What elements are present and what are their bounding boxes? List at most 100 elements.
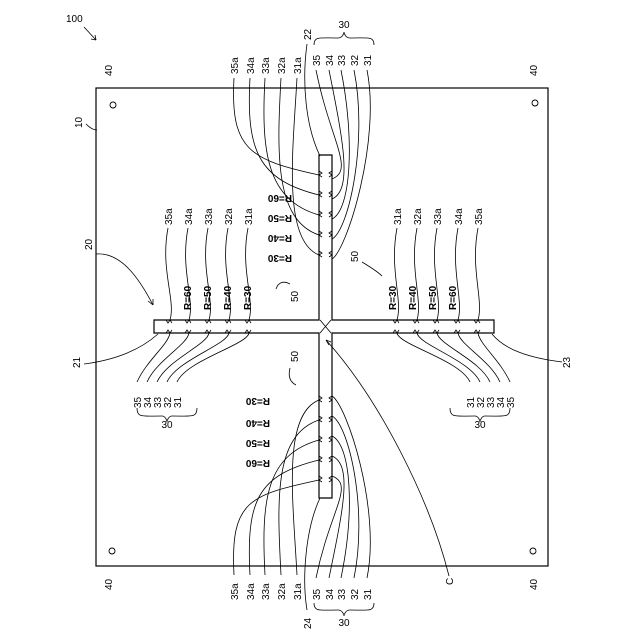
label-gap-50-right: 50 bbox=[350, 250, 361, 262]
wire-label-35-right: 35 bbox=[506, 396, 517, 408]
wire-32-left bbox=[167, 333, 229, 382]
wire-31-left bbox=[177, 333, 249, 382]
hole-bottom-left bbox=[109, 548, 115, 554]
label-hole-40-tl: 40 bbox=[104, 64, 115, 76]
pad-label-35a-bottom: 35a bbox=[230, 583, 241, 600]
label-group-30-top: 30 bbox=[338, 20, 350, 31]
radius-label-top-R=40: R=40 bbox=[267, 232, 292, 243]
pad-label-33a-right: 33a bbox=[433, 208, 444, 225]
wire-33-right bbox=[437, 333, 490, 382]
wire-label-34-bottom: 34 bbox=[325, 588, 336, 600]
leader-10 bbox=[86, 124, 97, 130]
pad-lead-34a-bottom bbox=[249, 460, 319, 575]
wire-label-31-top: 31 bbox=[363, 54, 374, 66]
wire-35-right bbox=[478, 333, 510, 382]
pad-lead-32a-top bbox=[279, 78, 319, 235]
pad-label-35a-right: 35a bbox=[474, 208, 485, 225]
pad-lead-35a-bottom bbox=[234, 480, 319, 575]
pad-lead-33a-bottom bbox=[264, 440, 319, 575]
pad-label-35a-left: 35a bbox=[164, 208, 175, 225]
hole-top-right bbox=[532, 100, 538, 106]
wire-31-right bbox=[397, 333, 470, 382]
leader-C bbox=[326, 340, 449, 576]
label-hole-40-br: 40 bbox=[529, 578, 540, 590]
wire-label-34-top: 34 bbox=[325, 54, 336, 66]
label-gap-50-bottom: 50 bbox=[290, 350, 301, 362]
wire-32-right bbox=[417, 333, 480, 382]
hole-bottom-right bbox=[530, 548, 536, 554]
pad-label-34a-top: 34a bbox=[246, 57, 257, 74]
wire-label-32-bottom: 32 bbox=[350, 588, 361, 600]
label-device-100: 100 bbox=[66, 14, 83, 25]
wire-label-33-bottom: 33 bbox=[337, 588, 348, 600]
label-arm-24: 24 bbox=[303, 617, 314, 629]
wire-label-31-right: 31 bbox=[466, 396, 477, 408]
brace-group-bottom bbox=[314, 603, 374, 616]
leader-23 bbox=[492, 334, 562, 362]
wire-33-top bbox=[332, 70, 349, 219]
pad-lead-31a-bottom bbox=[292, 400, 319, 575]
pad-label-31a-top: 31a bbox=[293, 57, 304, 74]
pad-label-32a-top: 32a bbox=[277, 57, 288, 74]
pad-lead-34a-top bbox=[249, 78, 319, 195]
radius-label-bottom-R=50: R=50 bbox=[245, 437, 270, 448]
radius-label-bottom-R=30: R=30 bbox=[245, 395, 270, 406]
label-hole-40-tr: 40 bbox=[529, 64, 540, 76]
radius-label-left-R=50: R=50 bbox=[203, 285, 214, 310]
wire-label-35-top: 35 bbox=[312, 54, 323, 66]
wire-label-34-right: 34 bbox=[496, 396, 507, 408]
label-cross-20: 20 bbox=[84, 238, 95, 250]
pad-lead-35a-right bbox=[475, 228, 479, 320]
cross-structure bbox=[154, 155, 494, 498]
label-arm-21: 21 bbox=[72, 356, 83, 368]
wire-31-top bbox=[332, 70, 370, 259]
wire-33-left bbox=[157, 333, 209, 382]
pad-label-32a-bottom: 32a bbox=[277, 583, 288, 600]
wire-label-31-bottom: 31 bbox=[363, 588, 374, 600]
pad-label-33a-top: 33a bbox=[261, 57, 272, 74]
radius-label-top-R=50: R=50 bbox=[267, 212, 292, 223]
wire-31-bottom bbox=[332, 396, 370, 578]
label-center-C: C bbox=[445, 578, 456, 585]
label-gap-50-left: 50 bbox=[290, 290, 301, 302]
pad-label-33a-bottom: 33a bbox=[261, 583, 272, 600]
wire-label-35-bottom: 35 bbox=[312, 588, 323, 600]
wire-label-32-right: 32 bbox=[476, 396, 487, 408]
wire-label-31-left: 31 bbox=[173, 396, 184, 408]
leader-20 bbox=[96, 254, 153, 305]
pad-label-31a-left: 31a bbox=[244, 208, 255, 225]
radius-label-right-R=30: R=30 bbox=[388, 285, 399, 310]
radius-label-top-R=60: R=60 bbox=[267, 192, 292, 203]
wire-label-32-top: 32 bbox=[350, 54, 361, 66]
leader-50-left bbox=[276, 282, 290, 289]
radius-label-right-R=50: R=50 bbox=[428, 285, 439, 310]
pad-label-35a-top: 35a bbox=[230, 57, 241, 74]
leader-100 bbox=[84, 27, 96, 40]
radius-label-bottom-R=40: R=40 bbox=[245, 417, 270, 428]
wire-label-33-top: 33 bbox=[337, 54, 348, 66]
wire-label-33-right: 33 bbox=[486, 396, 497, 408]
leader-50-bottom bbox=[289, 368, 296, 385]
radius-label-left-R=60: R=60 bbox=[183, 285, 194, 310]
pad-label-32a-right: 32a bbox=[413, 208, 424, 225]
pad-label-34a-bottom: 34a bbox=[246, 583, 257, 600]
pad-label-31a-bottom: 31a bbox=[293, 583, 304, 600]
radius-label-bottom-R=60: R=60 bbox=[245, 457, 270, 468]
label-group-30-bottom: 30 bbox=[338, 618, 350, 629]
radius-label-right-R=60: R=60 bbox=[448, 285, 459, 310]
pad-label-33a-left: 33a bbox=[204, 208, 215, 225]
label-hole-40-bl: 40 bbox=[104, 578, 115, 590]
pad-lead-32a-bottom bbox=[279, 420, 319, 575]
pad-label-32a-left: 32a bbox=[224, 208, 235, 225]
pad-lead-35a-left bbox=[166, 228, 172, 320]
radius-label-left-R=40: R=40 bbox=[223, 285, 234, 310]
label-arm-22: 22 bbox=[303, 28, 314, 40]
pad-label-34a-left: 34a bbox=[184, 208, 195, 225]
hole-top-left bbox=[110, 102, 116, 108]
wire-35-left bbox=[137, 333, 170, 382]
pad-label-34a-right: 34a bbox=[454, 208, 465, 225]
radius-label-left-R=30: R=30 bbox=[243, 285, 254, 310]
pad-lead-35a-top bbox=[234, 78, 319, 175]
radius-label-right-R=40: R=40 bbox=[408, 285, 419, 310]
